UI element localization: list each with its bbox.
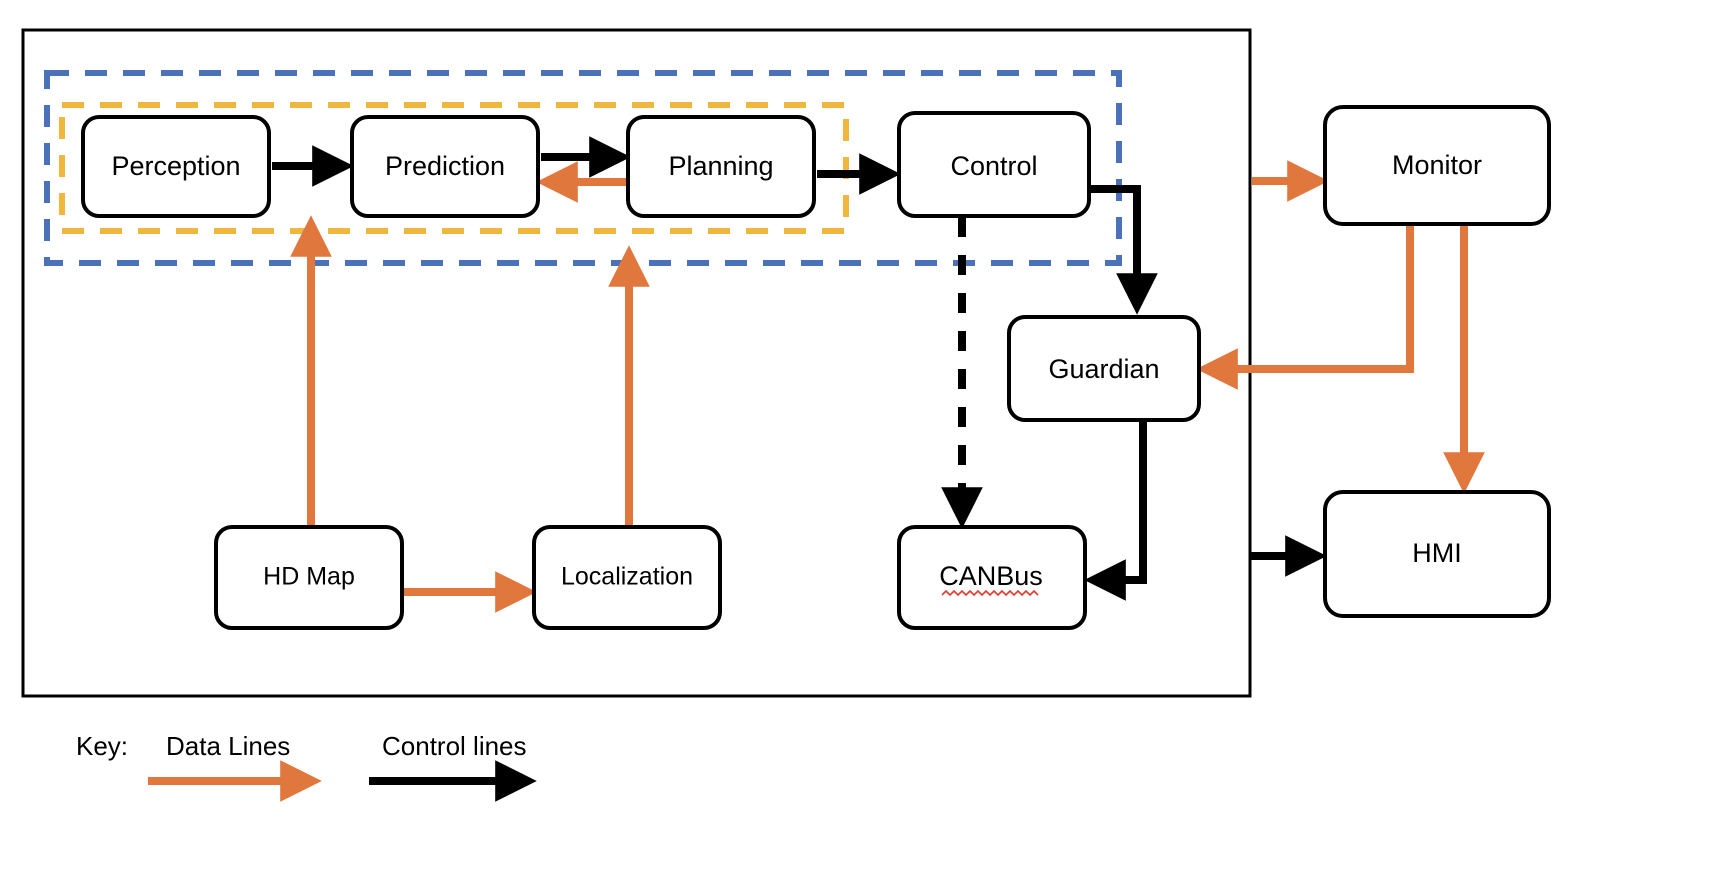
node-prediction-label: Prediction [385,151,505,181]
node-monitor-label: Monitor [1392,150,1482,180]
legend-title: Key: [76,731,128,761]
node-perception-box[interactable] [81,115,271,218]
node-localization-box[interactable] [532,525,722,630]
node-guardian-box[interactable] [1007,315,1201,422]
node-planning-box[interactable] [626,115,816,218]
node-hd-map-box[interactable] [214,525,404,630]
node-canbus-box[interactable] [897,525,1087,630]
node-prediction[interactable]: Prediction [350,115,540,218]
node-hmi-box[interactable] [1323,490,1551,618]
edge-guardian-to-canbus [1084,421,1147,601]
node-localization-label: Localization [561,563,693,591]
system-boundary-frame [21,28,1252,698]
legend-control-lines-label: Control lines [382,731,527,761]
node-canbus[interactable]: CANBus [897,525,1087,630]
node-prediction-box[interactable] [350,115,540,218]
spellcheck-underline-icon [941,589,1039,597]
node-guardian[interactable]: Guardian [1007,315,1201,422]
yellow-dashed-group-boundary [59,102,849,234]
node-monitor-box[interactable] [1323,105,1551,226]
edge-monitor-to-guardian [1196,224,1414,390]
blue-dashed-group-boundary [44,70,1122,266]
node-hmi[interactable]: HMI [1323,490,1551,618]
node-guardian-label: Guardian [1048,354,1159,384]
legend: Key: Data Lines Control lines [76,731,537,802]
legend-data-lines-label: Data Lines [166,731,290,761]
node-hmi-label: HMI [1412,538,1462,568]
node-control[interactable]: Control [897,111,1091,218]
node-monitor[interactable]: Monitor [1323,105,1551,226]
node-planning-label: Planning [668,151,773,181]
node-perception[interactable]: Perception [81,115,271,218]
node-planning[interactable]: Planning [626,115,816,218]
node-localization[interactable]: Localization [532,525,722,630]
node-control-box[interactable] [897,111,1091,218]
node-hd-map-label: HD Map [263,563,355,591]
node-canbus-label: CANBus [939,561,1043,591]
node-control-label: Control [950,151,1037,181]
node-perception-label: Perception [111,151,240,181]
edge-control-to-guardian [1089,185,1158,315]
node-hd-map[interactable]: HD Map [214,525,404,630]
